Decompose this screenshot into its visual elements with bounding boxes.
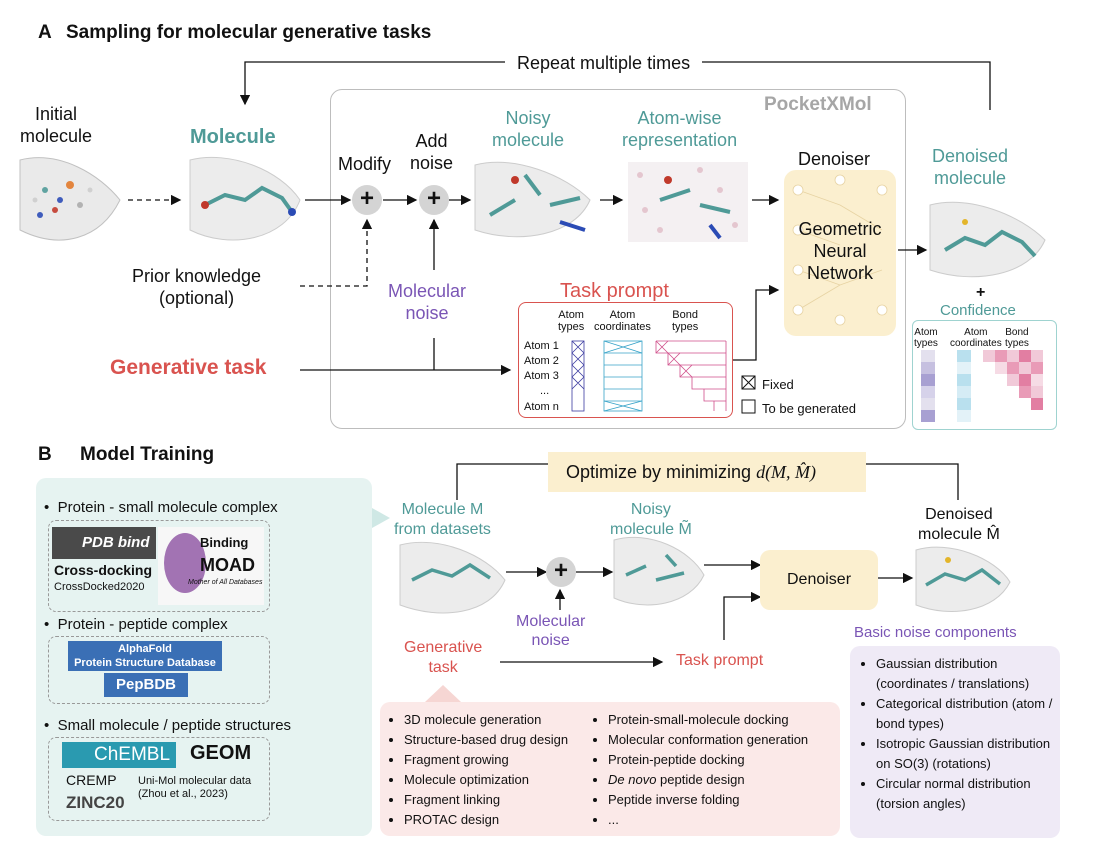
noisy-m-icon (613, 536, 705, 606)
prompt-row-2: Atom 2 (524, 355, 559, 367)
prompt-row-3: Atom 3 (524, 370, 559, 382)
prompt-row-1: Atom 1 (524, 340, 559, 352)
task-item: Fragment growing (404, 750, 568, 770)
section-b-letter: B (38, 444, 52, 465)
section-b-title: Model Training (80, 444, 215, 465)
basic-noise-title: Basic noise components (854, 624, 1017, 641)
noise-plus-icon: + (419, 185, 449, 215)
prompt-col-atom-coords: Atom coordinates (594, 309, 651, 333)
noise-component-item: Gaussian distribution (coordinates / tra… (876, 654, 1066, 694)
section-a-title: Sampling for molecular generative tasks (66, 22, 432, 43)
task-prompt-title: Task prompt (560, 280, 669, 302)
noisy-molecule-label: Noisy molecule (492, 108, 565, 150)
tasks-right-list: Protein-small-molecule dockingMolecular … (592, 710, 808, 830)
optimize-label: Optimize by minimizing d(M, M̂) (566, 462, 817, 482)
add-noise-label: Add noise (410, 131, 454, 173)
denoiser-label: Denoiser (798, 149, 871, 169)
denoised-molecule-label: Denoised molecule (932, 146, 1009, 188)
confidence-plus-icon: + (976, 284, 986, 301)
task-item: ... (608, 810, 808, 830)
basic-noise-list: Gaussian distribution (coordinates / tra… (860, 654, 1066, 814)
task-item: Fragment linking (404, 790, 568, 810)
section-a-letter: A (38, 22, 52, 43)
initial-molecule-icon (19, 157, 121, 241)
alphafold-logo: AlphaFold Protein Structure Database (68, 641, 222, 671)
prompt-row-n: Atom n (524, 401, 559, 413)
gnn-network-icon (792, 174, 888, 326)
dataset-group-3-title: • Small molecule / peptide structures (44, 717, 292, 734)
molecular-noise-label: Molecular noise (388, 281, 467, 323)
train-denoiser-box: Denoiser (760, 550, 878, 610)
noisy-molecule-icon (474, 161, 591, 238)
task-item: Molecular conformation generation (608, 730, 808, 750)
task-item: Protein-small-molecule docking (608, 710, 808, 730)
pdbbind-logo: PDB bind (52, 527, 156, 559)
basic-noise-panel (850, 646, 1060, 838)
denoised-molecule-icon (929, 201, 1046, 278)
molecule-m-icon (399, 541, 506, 614)
modify-plus-icon: + (352, 185, 382, 215)
conf-col-bond-types: Bond types (1005, 327, 1029, 349)
gnn-label: Geometric Neural Network (798, 219, 882, 283)
initial-molecule-label: Initial molecule (20, 104, 93, 146)
geom-label: GEOM (190, 742, 252, 764)
train-molecular-noise-label: Molecular noise (516, 613, 586, 649)
legend-generated: To be generated (762, 401, 856, 416)
conf-col-atom-types: Atom types (914, 327, 938, 349)
task-item: Peptide inverse folding (608, 790, 808, 810)
pocketxmol-label: PocketXMol (764, 94, 872, 115)
generative-task-label: Generative task (110, 356, 267, 379)
task-item: PROTAC design (404, 810, 568, 830)
noise-component-item: Circular normal distribution (torsion an… (876, 774, 1066, 814)
dataset-group-3-frame (48, 737, 270, 821)
confidence-box (912, 320, 1057, 430)
prompt-col-atom-types: Atom types (558, 309, 585, 333)
conf-col-atom-coords: Atom coordinates (950, 327, 1002, 349)
denoised-m-icon (915, 546, 1011, 612)
optimize-formula: d(M, M̂) (756, 462, 817, 482)
pepbdb-logo: PepBDB (104, 673, 188, 697)
pocketxmol-frame (330, 89, 906, 429)
task-item: Structure-based drug design (404, 730, 568, 750)
chembl-logo: ChEMBL (62, 742, 176, 768)
task-item: Molecule optimization (404, 770, 568, 790)
task-item: Protein-peptide docking (608, 750, 808, 770)
train-task-prompt-label: Task prompt (676, 652, 764, 669)
tasks-left-list: 3D molecule generationStructure-based dr… (388, 710, 568, 830)
noisy-m-label: Noisy molecule M̃ (610, 501, 692, 538)
prompt-row-ellipsis: ... (540, 385, 550, 397)
task-item: De novo peptide design (608, 770, 808, 790)
molecule-icon (189, 156, 301, 241)
atomwise-label: Atom-wise representation (622, 108, 738, 150)
molecule-m-label: Molecule M from datasets (394, 501, 491, 538)
zinc20-label: ZINC20 (66, 793, 125, 812)
molecule-label: Molecule (190, 126, 276, 148)
confidence-label: Confidence (940, 302, 1016, 319)
task-prompt-box (518, 302, 733, 418)
train-plus-icon: + (546, 557, 576, 587)
atomwise-icon (628, 162, 748, 242)
dataset-group-1-title: • Protein - small molecule complex (44, 499, 278, 516)
dataset-group-2-frame (48, 636, 270, 704)
dataset-group-1-frame (48, 520, 270, 612)
repeat-label: Repeat multiple times (505, 53, 703, 74)
task-item: 3D molecule generation (404, 710, 568, 730)
optimize-banner (548, 452, 866, 492)
legend-fixed: Fixed (762, 377, 794, 392)
prompt-col-bond-types: Bond types (672, 309, 699, 333)
train-generative-task-label: Generative task (404, 639, 483, 676)
modify-label: Modify (338, 154, 392, 174)
crossdocked2020-label: CrossDocked2020 (54, 581, 145, 593)
noise-component-item: Categorical distribution (atom / bond ty… (876, 694, 1066, 734)
denoised-m-label: Denoised molecule M̂ (918, 506, 1000, 543)
noise-component-item: Isotropic Gaussian distribution on SO(3)… (876, 734, 1066, 774)
tasks-panel (380, 702, 840, 836)
crossdocking-label: Cross-docking (54, 562, 153, 578)
unimol-label: Uni-Mol molecular data (Zhou et al., 202… (138, 775, 252, 800)
prior-knowledge-label: Prior knowledge (optional) (132, 266, 262, 308)
dataset-group-2-title: • Protein - peptide complex (44, 616, 228, 633)
moad-logo: Binding MOAD Mother of All Databases (158, 527, 264, 605)
cremp-label: CREMP (66, 772, 117, 788)
